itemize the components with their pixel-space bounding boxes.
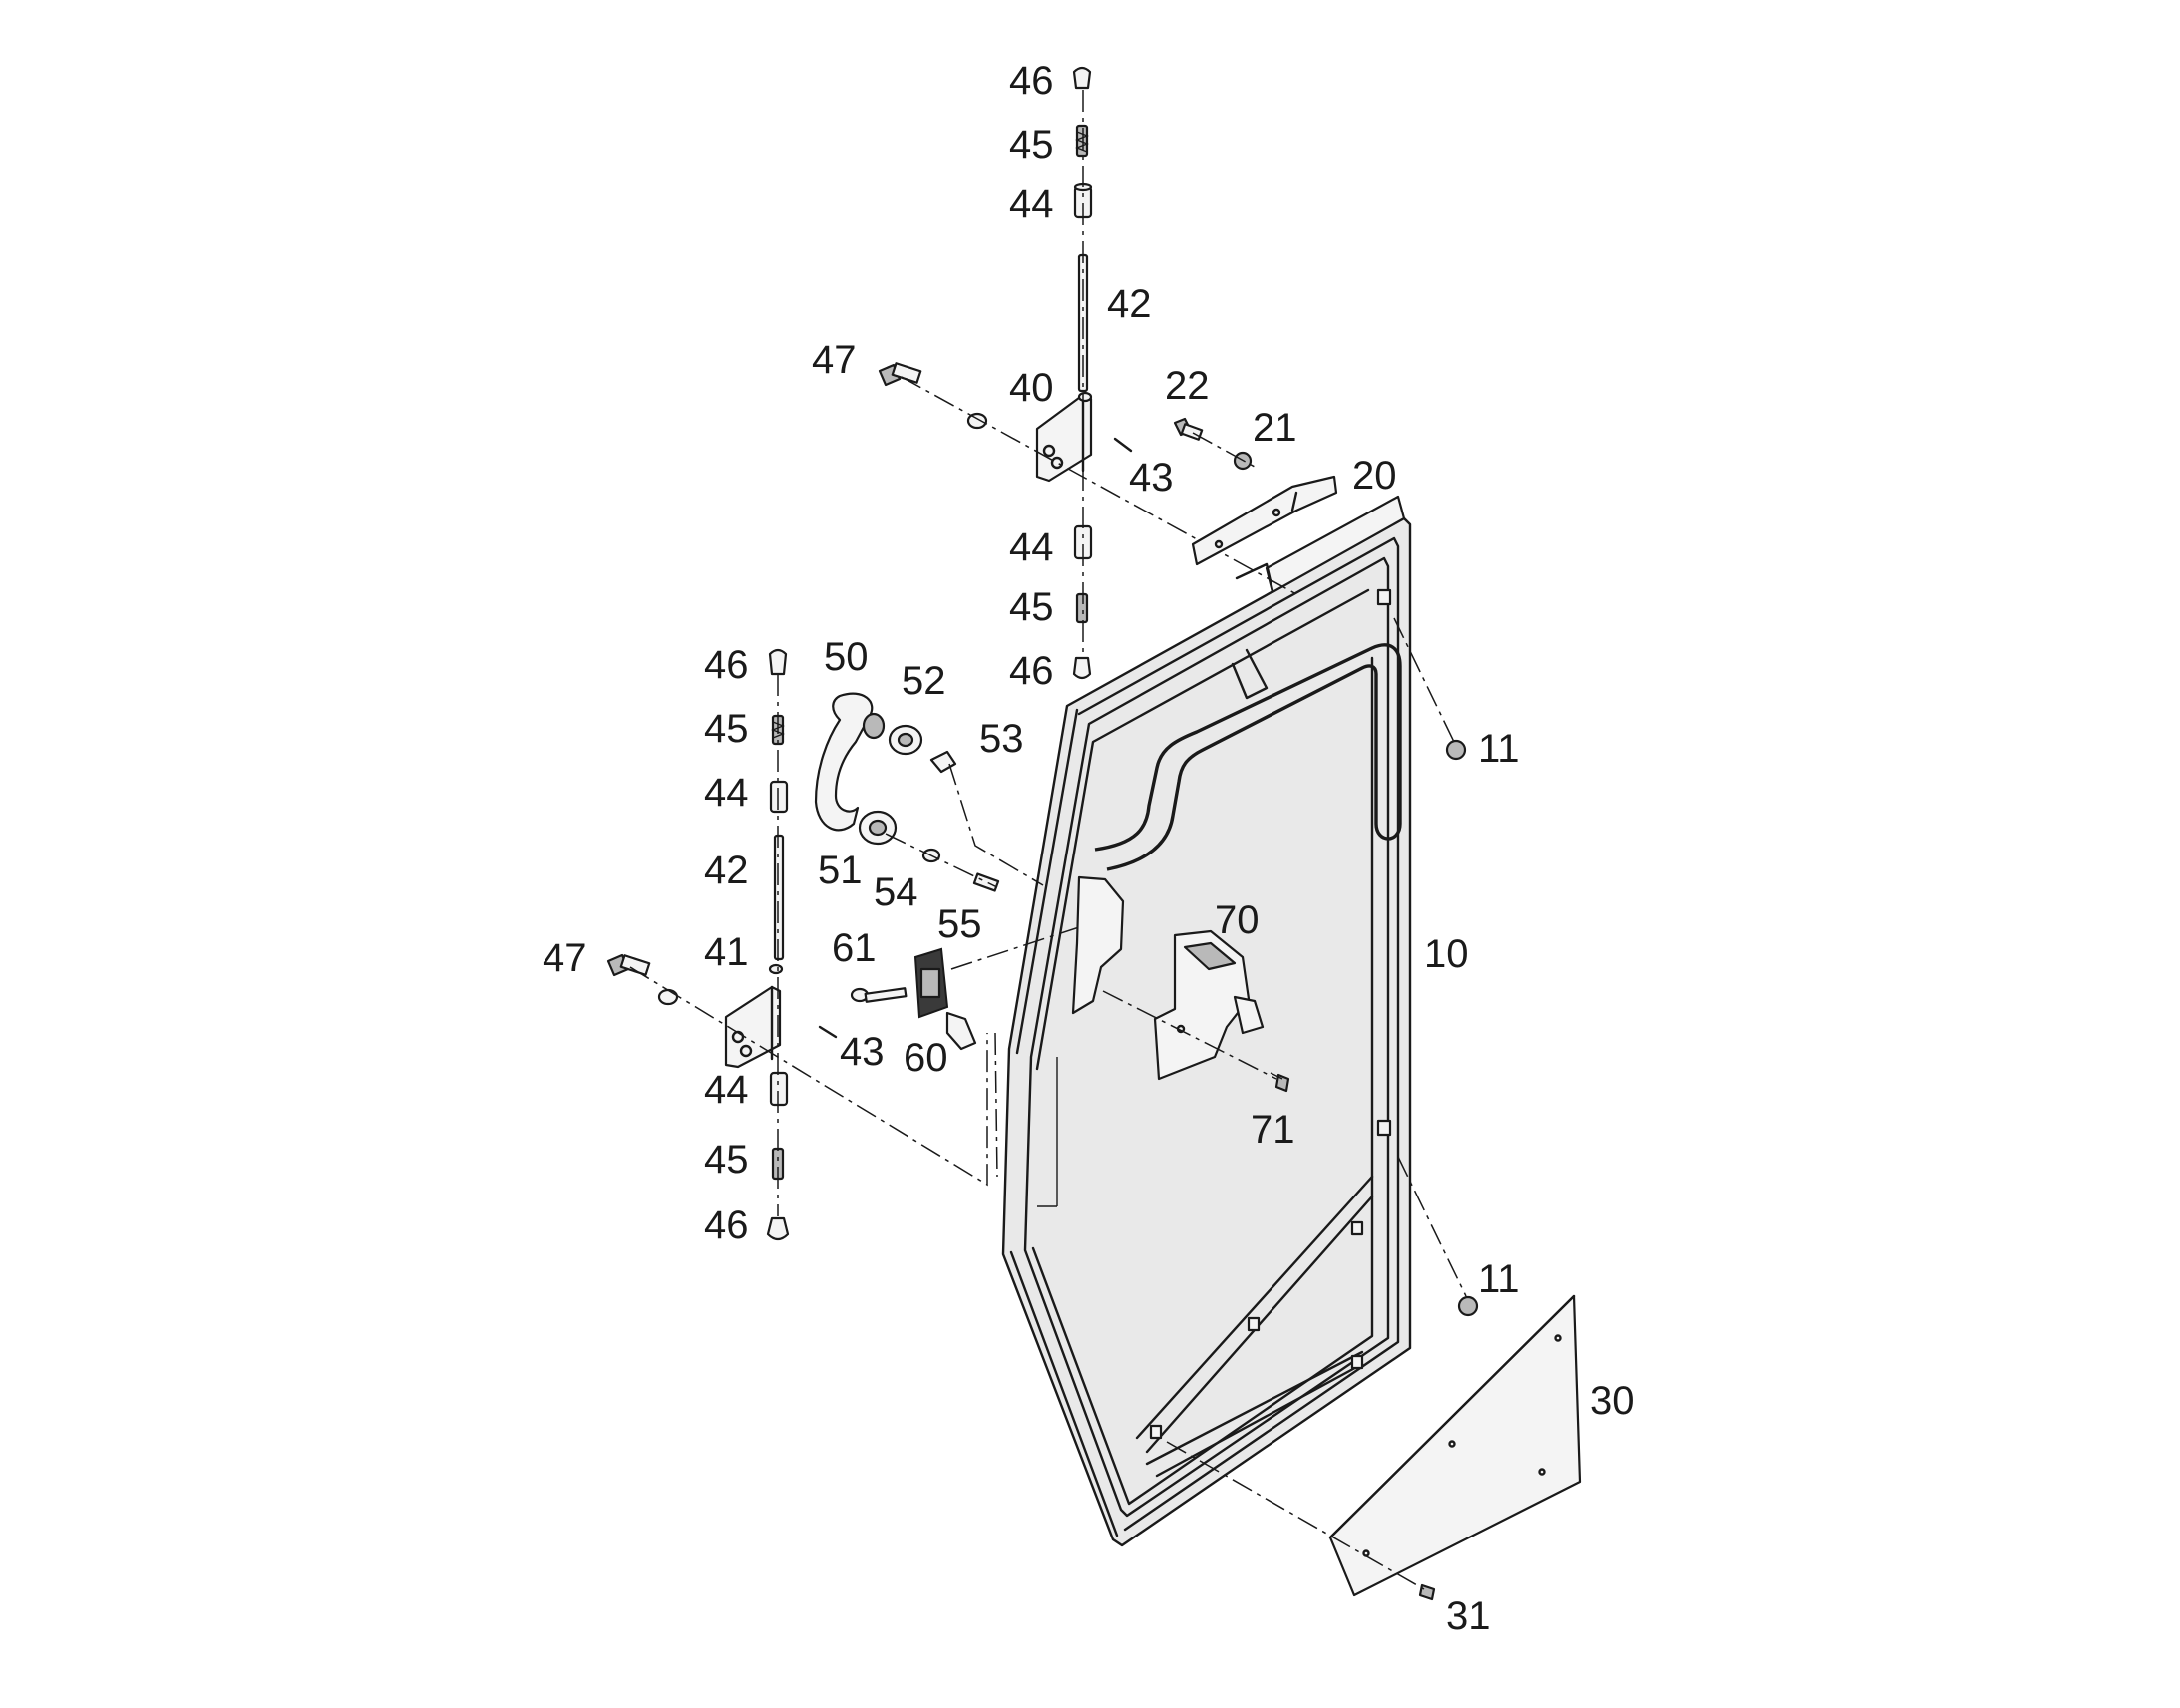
callout-44-left-bot: 44 [704, 1068, 749, 1112]
callout-30: 30 [1590, 1379, 1635, 1423]
upper-bolt-and-washer [878, 362, 1297, 595]
callout-55: 55 [937, 902, 982, 946]
callout-40: 40 [1009, 366, 1054, 410]
door-grab-bar [1094, 643, 1402, 871]
callout-45-mid: 45 [1009, 585, 1054, 629]
upper-striker-bracket [1173, 417, 1338, 566]
callout-46-left-bot: 46 [704, 1203, 749, 1247]
callout-11-bot: 11 [1478, 1257, 1520, 1301]
callout-47-left: 47 [543, 936, 587, 980]
callout-45-left-bot: 45 [704, 1138, 749, 1182]
lower-bolt-and-washer [606, 953, 988, 1187]
callout-52: 52 [902, 659, 946, 703]
striker-plate-assembly [1071, 875, 1290, 1093]
callout-44-left-top: 44 [704, 771, 749, 815]
upper-hinge-pin-stack [1035, 66, 1133, 680]
lower-hinge-pin-stack [724, 648, 838, 1241]
callout-42-left: 42 [704, 849, 749, 892]
callout-44-top: 44 [1009, 182, 1054, 226]
callout-50: 50 [824, 635, 869, 679]
callout-46-left-top: 46 [704, 643, 749, 687]
callout-11-top: 11 [1478, 727, 1520, 771]
callout-61: 61 [832, 926, 877, 970]
callout-54: 54 [874, 870, 918, 914]
callout-43-left: 43 [840, 1030, 885, 1074]
callout-43-top: 43 [1129, 456, 1174, 500]
frame-nuts [1393, 617, 1479, 1317]
callout-10: 10 [1424, 932, 1469, 976]
callout-60: 60 [904, 1036, 948, 1080]
outer-handle-assembly [814, 692, 1044, 892]
callout-41: 41 [704, 930, 749, 974]
callout-46-top: 46 [1009, 59, 1054, 103]
callout-22: 22 [1165, 364, 1210, 408]
callout-45-top: 45 [1009, 123, 1054, 167]
callout-53: 53 [979, 717, 1024, 761]
callout-47-top: 47 [812, 338, 857, 382]
door-lock-assembly [850, 926, 1080, 1178]
lower-cover-panel [1166, 1294, 1582, 1601]
callout-31: 31 [1446, 1594, 1491, 1638]
callout-20: 20 [1352, 454, 1397, 498]
callout-70: 70 [1215, 898, 1260, 942]
callout-labels: 46 45 44 42 47 40 22 21 20 43 44 45 46 1… [543, 59, 1635, 1638]
callout-45-left-top: 45 [704, 707, 749, 751]
callout-42-top: 42 [1107, 282, 1152, 326]
callout-71: 71 [1251, 1108, 1295, 1152]
callout-46-mid: 46 [1009, 649, 1054, 693]
callout-44-mid: 44 [1009, 525, 1054, 569]
callout-21: 21 [1253, 406, 1297, 450]
callout-51: 51 [818, 849, 863, 892]
